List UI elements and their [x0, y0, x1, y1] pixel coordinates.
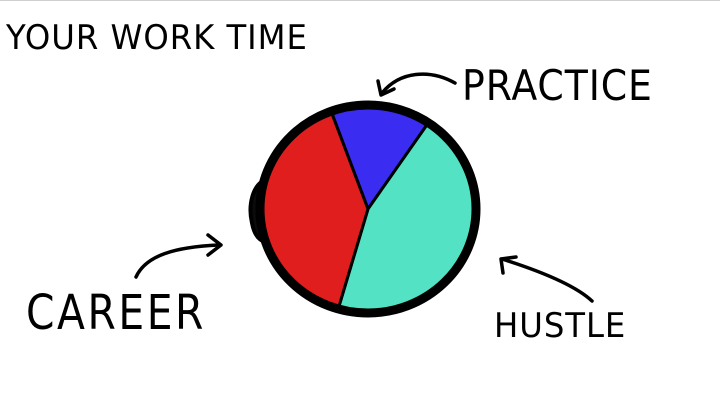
arrowhead-career [206, 233, 223, 257]
arrowhead-hustle [499, 255, 518, 275]
chart-title: YOUR WORK TIME [6, 18, 308, 58]
arrow-to-career [134, 243, 220, 279]
arrowhead-practice [376, 79, 396, 97]
pie-outline [255, 100, 481, 318]
pie-slices [255, 100, 481, 318]
slice-label-hustle: HUSTLE [494, 306, 627, 346]
arrow-to-hustle [500, 257, 594, 303]
slice-label-practice: PRACTICE [462, 61, 653, 110]
arrow-to-practice [380, 72, 457, 95]
slice-label-career: CAREER [26, 285, 206, 341]
